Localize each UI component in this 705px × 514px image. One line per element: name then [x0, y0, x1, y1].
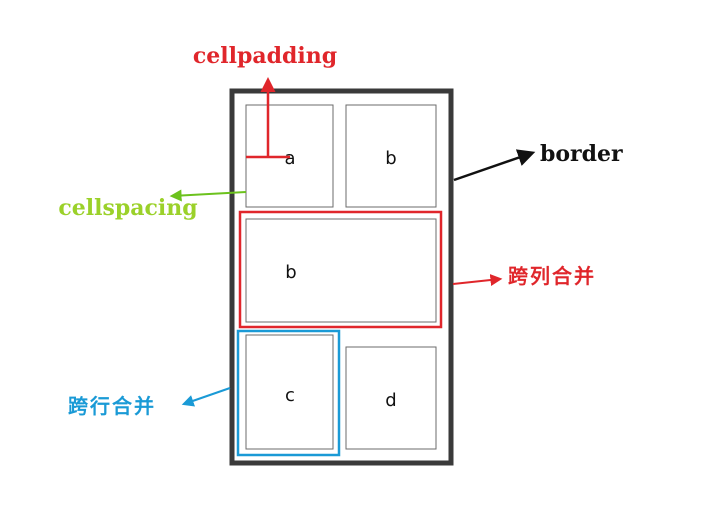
border-arrow — [453, 149, 536, 182]
border-label: border — [540, 141, 623, 167]
cell-d-text: d — [385, 390, 396, 411]
cell-c — [245, 334, 334, 450]
rowspan-label: 跨行合并 — [68, 394, 156, 418]
cell-b-merged — [245, 218, 437, 323]
cellspacing-arrow — [169, 189, 247, 202]
cell-b-top-text: b — [385, 148, 396, 169]
colspan-highlight — [238, 210, 443, 329]
cell-d — [345, 346, 437, 450]
cellspacing-label: cellspacing — [58, 195, 197, 221]
colspan-label: 跨列合并 — [508, 264, 596, 288]
cell-a-text: a — [284, 148, 295, 169]
rowspan-arrow — [181, 387, 231, 407]
cellpadding-label: cellpadding — [193, 43, 337, 69]
cell-c-text: c — [285, 385, 295, 406]
colspan-arrow — [452, 274, 503, 286]
cell-b-merged-text: b — [285, 262, 296, 283]
cell-b-top — [345, 104, 437, 208]
rowspan-highlight — [236, 329, 341, 457]
